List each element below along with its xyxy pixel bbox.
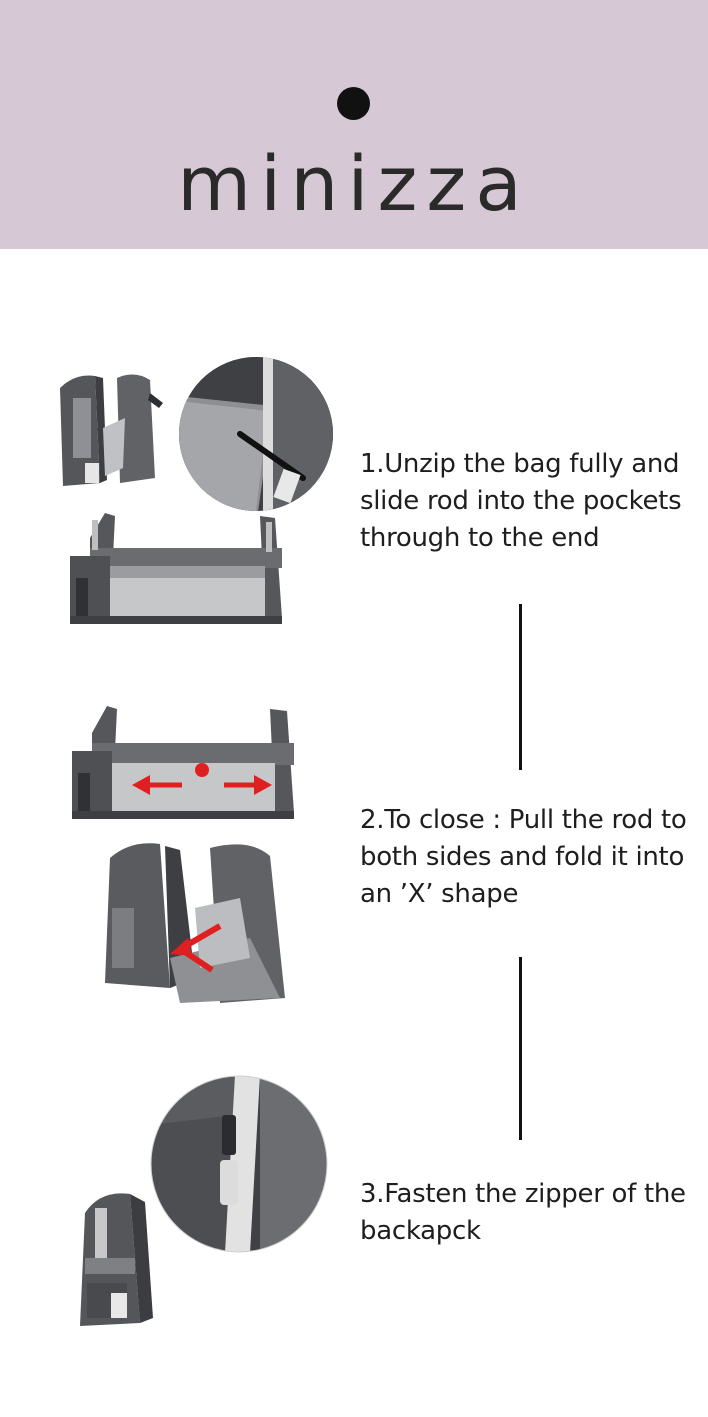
brand-header: minizza [0, 0, 708, 249]
step3-zipper-closeup-image [150, 1075, 328, 1253]
step2-instruction: 2.To close : Pull the rod to both sides … [360, 805, 687, 909]
step2-bassinet-arrows-image [72, 703, 312, 825]
step1-rod-closeup-image [178, 356, 334, 512]
step1-bassinet-image [70, 508, 295, 630]
step1-instruction: 1.Unzip the bag fully and slide rod into… [360, 449, 682, 553]
step3-backpack-closed-image [75, 1188, 160, 1330]
divider-2 [519, 957, 522, 1140]
step3-instruction: 3.Fasten the zipper of the backapck [360, 1179, 686, 1246]
logo-dot [337, 87, 370, 120]
divider-1 [519, 604, 522, 770]
brand-logo-text: minizza [177, 139, 531, 228]
step2-backpack-fold-image [100, 838, 290, 1008]
step1-backpack-open-image [55, 368, 165, 493]
